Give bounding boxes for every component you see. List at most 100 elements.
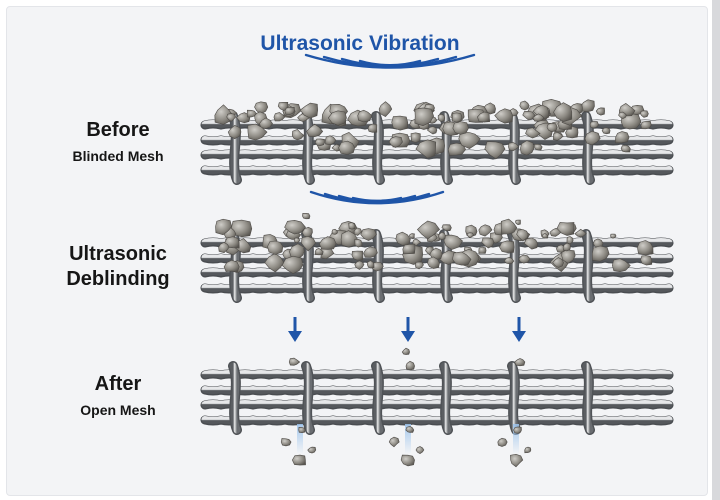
particle [300, 236, 316, 252]
motion-streak [513, 424, 519, 454]
particle [378, 101, 393, 117]
particle [451, 112, 463, 123]
particle [562, 242, 571, 252]
particle [318, 236, 337, 250]
particle [354, 238, 363, 248]
particle [595, 107, 605, 116]
particle [458, 131, 481, 149]
mesh-wire-vertical [440, 362, 452, 434]
arrow-head [288, 331, 302, 342]
particle [291, 454, 306, 466]
particle [520, 140, 535, 156]
particle [640, 255, 653, 266]
particle [288, 357, 301, 366]
particle [215, 218, 233, 236]
vibration-waves-middle [309, 190, 445, 205]
motion-streak [405, 424, 411, 454]
particle [484, 141, 506, 160]
particle [497, 437, 508, 447]
particle [519, 100, 530, 111]
particle [610, 233, 617, 239]
particle [452, 251, 472, 266]
particle [291, 129, 305, 141]
particle [532, 113, 545, 122]
particle [478, 224, 493, 237]
particle [443, 234, 463, 250]
particle [289, 243, 305, 260]
particle [325, 135, 337, 146]
mesh-wire-vertical [372, 362, 384, 434]
particle [477, 111, 491, 123]
clog-particles [215, 218, 654, 274]
particle [584, 130, 601, 146]
particle [513, 426, 522, 434]
particle [354, 260, 365, 270]
clog-particles [226, 102, 649, 127]
particle [227, 124, 242, 140]
particle [340, 230, 359, 248]
particle [247, 123, 268, 141]
particle [437, 113, 446, 122]
particle [360, 228, 377, 241]
right-edge-strip [712, 0, 720, 500]
arrow-head [401, 331, 415, 342]
mesh-wire-horizontal [201, 415, 673, 424]
particle [401, 347, 410, 355]
particle [284, 219, 307, 235]
particle [553, 102, 573, 122]
arrow-head [512, 331, 526, 342]
vibration-waves-icon [309, 190, 445, 205]
particle [298, 426, 306, 434]
mesh-wire-vertical [302, 112, 314, 184]
particle [246, 109, 257, 118]
particle [395, 231, 411, 246]
particle [306, 123, 324, 138]
stage-label-before: Before [86, 119, 150, 141]
particle [524, 446, 532, 454]
particle [307, 446, 317, 454]
particle [414, 107, 435, 127]
mesh-wire-vertical [508, 362, 520, 434]
particle [614, 131, 630, 144]
particle [552, 257, 564, 268]
particle [351, 250, 364, 261]
particle [574, 228, 587, 238]
particle [415, 446, 425, 455]
particle [589, 121, 599, 129]
diagram-title: Ultrasonic Vibration [260, 32, 460, 55]
particle [348, 222, 356, 230]
particle [223, 259, 240, 273]
particle [438, 231, 446, 241]
falling-particles [280, 347, 532, 468]
particle [367, 123, 378, 133]
particle [515, 219, 521, 226]
particle [301, 226, 313, 238]
particle [611, 258, 631, 273]
particle [338, 140, 356, 155]
particle [637, 240, 654, 256]
down-arrow-icon [512, 317, 526, 342]
mesh-wire-vertical [582, 362, 594, 434]
stage-sublabel-before: Blinded Mesh [72, 148, 164, 164]
particle [561, 249, 576, 264]
mesh-wire-vertical [302, 362, 314, 434]
particle [353, 227, 363, 236]
particle [427, 256, 440, 269]
particle [414, 261, 424, 270]
particle [522, 110, 536, 121]
particle [452, 121, 469, 135]
particle [523, 237, 538, 250]
particle [280, 438, 292, 447]
particle [331, 228, 338, 235]
particle [254, 101, 269, 115]
mesh-wire-horizontal [201, 385, 673, 394]
particle [640, 110, 649, 118]
particle [405, 360, 415, 371]
particle [510, 453, 524, 468]
particle [516, 229, 529, 242]
particle [441, 224, 452, 232]
particle [408, 233, 415, 239]
particle [508, 142, 520, 152]
particle [284, 107, 295, 115]
